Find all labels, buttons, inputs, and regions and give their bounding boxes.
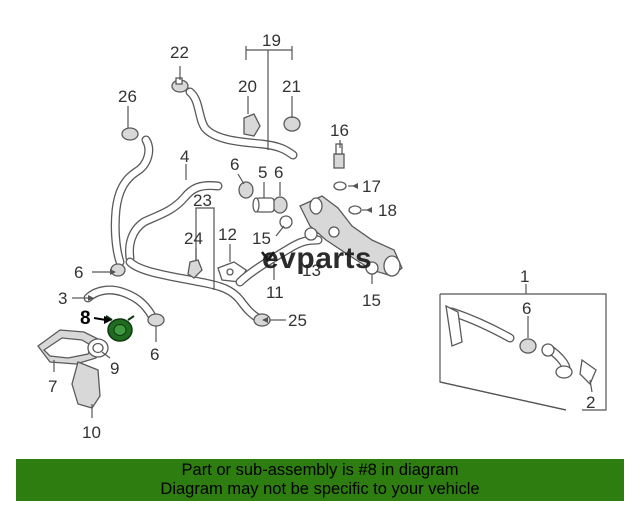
oring-18 (348, 205, 362, 215)
callout-20: 20 (238, 77, 257, 96)
thermostat-8-highlighted (105, 315, 135, 342)
callout-26: 26 (118, 87, 137, 106)
callout-13: 13 (302, 261, 321, 280)
housing-13 (299, 195, 403, 277)
callout-15-b: 15 (362, 291, 381, 310)
oring-17 (333, 181, 347, 191)
clamp-20 (243, 113, 261, 137)
banner-line-2: Diagram may not be specific to your vehi… (160, 480, 480, 498)
fitting-5 (252, 197, 275, 213)
oring-15-c (304, 227, 318, 241)
callout-6-a: 6 (230, 155, 239, 174)
callout-4: 4 (180, 147, 189, 166)
callout-5: 5 (258, 163, 267, 182)
clamp-6-e (519, 338, 537, 354)
callout-18: 18 (378, 201, 397, 220)
clamp-22 (171, 77, 189, 93)
hose-22-upper (185, 87, 298, 160)
watermark-text: evparts (262, 242, 372, 275)
callout-1: 1 (520, 267, 529, 286)
bracket-24 (187, 259, 203, 279)
oring-15-a (279, 215, 293, 229)
callout-12: 12 (218, 225, 237, 244)
callout-17: 17 (362, 177, 381, 196)
callout-22: 22 (170, 43, 189, 62)
clamp-21 (283, 116, 301, 132)
elbow-1 (541, 343, 573, 379)
callout-9: 9 (110, 359, 119, 378)
callout-6-e: 6 (522, 299, 531, 318)
callout-24: 24 (184, 229, 203, 248)
sensor-16 (333, 143, 345, 169)
callout-19: 19 (262, 31, 281, 50)
callout-6-c: 6 (74, 263, 83, 282)
cover-10 (71, 361, 101, 409)
callout-25: 25 (288, 311, 307, 330)
callout-11: 11 (266, 283, 284, 302)
pipe-1 (445, 304, 515, 347)
info-banner: Part or sub-assembly is #8 in diagram Di… (16, 459, 624, 501)
callout-7: 7 (48, 377, 57, 396)
callout-8-highlighted: 8 (80, 308, 91, 329)
callout-21: 21 (282, 77, 301, 96)
evparts-watermark: evparts (261, 242, 372, 275)
callout-2: 2 (586, 393, 595, 412)
callout-10: 10 (82, 423, 101, 442)
clamp-6-b (272, 196, 288, 214)
hose-4 (125, 181, 223, 263)
clamp-6-d (147, 313, 165, 327)
callout-6-d: 6 (150, 345, 159, 364)
clamp-26 (121, 127, 139, 141)
callout-3: 3 (58, 289, 67, 308)
clip-2 (579, 358, 597, 386)
subassembly-box-1 (439, 293, 607, 411)
callout-15-a: 15 (252, 229, 271, 248)
callout-16: 16 (330, 121, 349, 140)
hose-26 (110, 135, 154, 267)
callout-23: 23 (193, 191, 212, 210)
clamp-6-a (238, 181, 254, 199)
hose-3 (83, 285, 157, 321)
clamp-6-c (110, 263, 126, 277)
banner-line-1: Part or sub-assembly is #8 in diagram (181, 461, 459, 479)
pipe-assembly-13 (235, 235, 323, 287)
hose-11 (125, 257, 267, 325)
callout-6-b: 6 (274, 163, 283, 182)
